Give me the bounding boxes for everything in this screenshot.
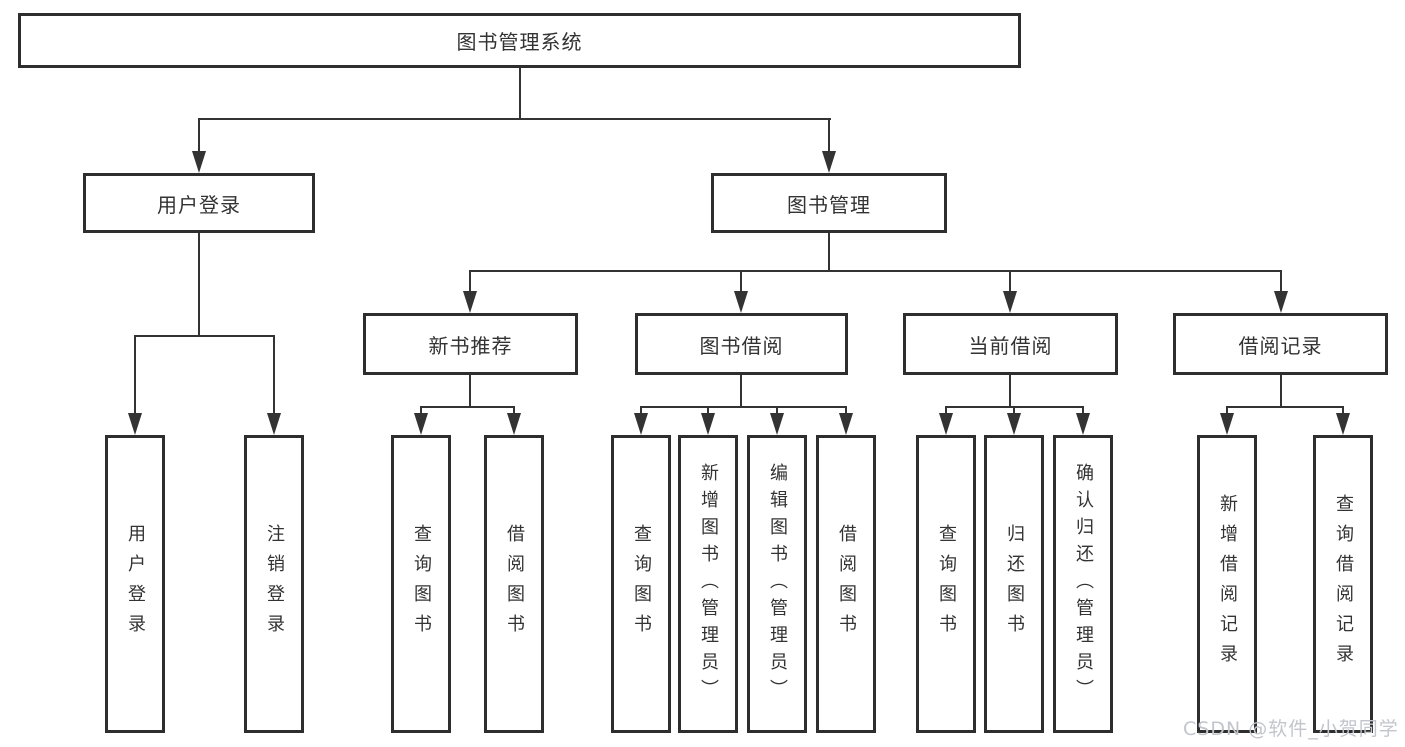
leaf-user-login: 用户登录 bbox=[105, 435, 165, 733]
connector-line bbox=[776, 406, 778, 416]
node-current-borrow: 当前借阅 bbox=[903, 313, 1118, 375]
connector-line bbox=[828, 118, 830, 153]
node-borrow-records: 借阅记录 bbox=[1173, 313, 1388, 375]
connector-line bbox=[420, 406, 515, 408]
connector-line bbox=[1226, 406, 1228, 416]
leaf-borrow-book-1: 借阅图书 bbox=[484, 435, 544, 733]
connector-line bbox=[420, 406, 422, 416]
leaf-query-book-1: 查询图书 bbox=[391, 435, 451, 733]
arrow-down-icon bbox=[839, 413, 853, 435]
connector-line bbox=[1009, 375, 1011, 408]
connector-line bbox=[134, 335, 275, 337]
arrow-down-icon bbox=[1076, 413, 1090, 435]
connector-line bbox=[198, 118, 200, 153]
leaf-edit-book-admin: 编辑图书（管理员） bbox=[747, 435, 807, 733]
arrow-down-icon bbox=[1007, 413, 1021, 435]
connector-line bbox=[845, 406, 847, 416]
arrow-down-icon bbox=[634, 413, 648, 435]
connector-line bbox=[1226, 406, 1344, 408]
leaf-add-borrow-record: 新增借阅记录 bbox=[1197, 435, 1257, 733]
arrow-down-icon bbox=[463, 291, 477, 313]
connector-line bbox=[1082, 406, 1084, 416]
connector-line bbox=[198, 118, 831, 120]
connector-line bbox=[513, 406, 515, 416]
arrow-down-icon bbox=[1220, 413, 1234, 435]
leaf-logout: 注销登录 bbox=[244, 435, 304, 733]
arrow-down-icon bbox=[128, 413, 142, 435]
arrow-down-icon bbox=[701, 413, 715, 435]
connector-line bbox=[1280, 375, 1282, 408]
arrow-down-icon bbox=[1003, 291, 1017, 313]
arrow-down-icon bbox=[734, 291, 748, 313]
leaf-query-borrow-record: 查询借阅记录 bbox=[1313, 435, 1373, 733]
connector-line bbox=[640, 406, 642, 416]
node-book-borrow: 图书借阅 bbox=[635, 313, 848, 375]
connector-line bbox=[469, 270, 471, 293]
node-book-management: 图书管理 bbox=[711, 173, 947, 233]
leaf-query-book-3: 查询图书 bbox=[916, 435, 976, 733]
node-new-book-recommend: 新书推荐 bbox=[363, 313, 578, 375]
connector-line bbox=[1013, 406, 1015, 416]
connector-line bbox=[740, 375, 742, 408]
connector-line bbox=[1342, 406, 1344, 416]
connector-line bbox=[740, 270, 742, 293]
arrow-down-icon bbox=[414, 413, 428, 435]
connector-line bbox=[1280, 270, 1282, 293]
arrow-down-icon bbox=[192, 151, 206, 173]
leaf-borrow-book-2: 借阅图书 bbox=[816, 435, 876, 733]
connector-line bbox=[469, 375, 471, 408]
leaf-query-book-2: 查询图书 bbox=[611, 435, 671, 733]
connector-line bbox=[707, 406, 709, 416]
connector-line bbox=[469, 270, 1282, 272]
connector-line bbox=[273, 335, 275, 415]
arrow-down-icon bbox=[267, 413, 281, 435]
node-library-management-system: 图书管理系统 bbox=[18, 13, 1021, 68]
connector-line bbox=[640, 406, 847, 408]
connector-line bbox=[519, 68, 521, 120]
arrow-down-icon bbox=[507, 413, 521, 435]
arrow-down-icon bbox=[822, 151, 836, 173]
connector-line bbox=[1009, 270, 1011, 293]
csdn-watermark: CSDN @软件_小贺同学 bbox=[1183, 718, 1399, 740]
leaf-confirm-return-admin: 确认归还（管理员） bbox=[1053, 435, 1113, 733]
connector-line bbox=[134, 335, 136, 415]
arrow-down-icon bbox=[770, 413, 784, 435]
leaf-return-book: 归还图书 bbox=[984, 435, 1044, 733]
arrow-down-icon bbox=[1274, 291, 1288, 313]
connector-line bbox=[945, 406, 947, 416]
connector-line bbox=[198, 233, 200, 337]
connector-line bbox=[828, 233, 830, 272]
leaf-add-book-admin: 新增图书（管理员） bbox=[678, 435, 738, 733]
node-user-login: 用户登录 bbox=[83, 173, 315, 233]
arrow-down-icon bbox=[939, 413, 953, 435]
arrow-down-icon bbox=[1336, 413, 1350, 435]
